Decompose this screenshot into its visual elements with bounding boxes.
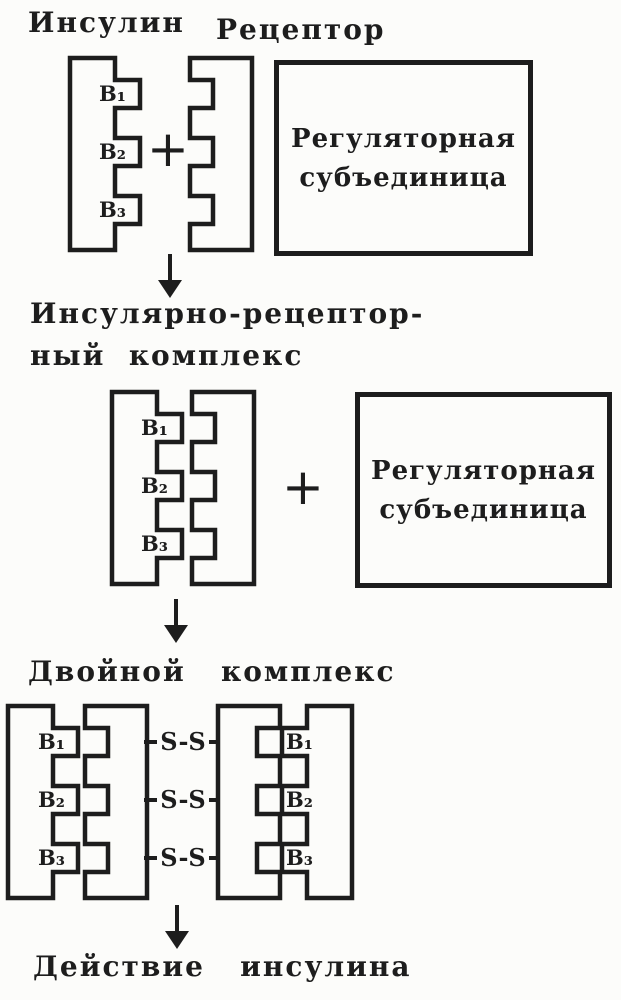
arrow-shaft	[174, 599, 178, 625]
bond-line	[208, 856, 223, 860]
regulatory-box-text-line1: Регуляторная	[371, 455, 596, 486]
subunit-label-b2: B₂	[38, 787, 65, 812]
disulfide-bond-label: S-S	[160, 727, 206, 756]
subunit-label-b1: B₁	[38, 729, 65, 754]
subunit-label-b3: B₃	[99, 197, 126, 222]
subunit-label-b3: B₃	[38, 845, 65, 870]
complex-title-line1: Инсулярно-рецептор-	[30, 297, 425, 330]
insulin-shape	[109, 389, 185, 587]
disulfide-bond: S-S	[144, 785, 223, 815]
arrow-head	[158, 280, 182, 298]
regulatory-box-text-line2: субъединица	[299, 162, 508, 193]
plus-sign: +	[147, 120, 189, 178]
subunit-label-b2: B₂	[99, 139, 126, 164]
subunit-label-b1: B₁	[99, 81, 126, 106]
regulatory-subunit-box: Регуляторная субъединица	[355, 392, 612, 588]
receptor-title: Рецептор	[216, 13, 386, 46]
regulatory-subunit-box: Регуляторная субъединица	[274, 60, 533, 256]
bond-line	[208, 740, 223, 744]
down-arrow-icon	[163, 599, 189, 643]
subunit-label-b3: B₃	[141, 531, 168, 556]
subunit-label-b1: B₁	[286, 729, 313, 754]
subunit-label-b1: B₁	[141, 415, 168, 440]
insulin-action-title: Действие инсулина	[33, 950, 412, 983]
insulin-shape	[67, 55, 143, 253]
receptor-shape-left	[82, 703, 150, 901]
insulin-title: Инсулин	[28, 6, 185, 39]
arrow-shaft	[175, 905, 179, 931]
bond-line	[208, 798, 223, 802]
receptor-shape	[187, 55, 255, 253]
down-arrow-icon	[164, 905, 190, 949]
down-arrow-icon	[157, 254, 183, 298]
arrow-head	[165, 931, 189, 949]
bond-line	[144, 740, 158, 744]
disulfide-bond-label: S-S	[160, 843, 206, 872]
subunit-label-b2: B₂	[141, 473, 168, 498]
complex-title-line2: ный комплекс	[30, 339, 304, 372]
receptor-shape-right	[215, 703, 283, 901]
bond-line	[144, 798, 158, 802]
double-complex-title: Двойной комплекс	[28, 655, 396, 688]
arrow-head	[164, 625, 188, 643]
insulin-shape-right	[279, 703, 355, 901]
subunit-label-b2: B₂	[286, 787, 313, 812]
regulatory-box-text-line2: субъединица	[379, 494, 588, 525]
disulfide-bond: S-S	[144, 843, 223, 873]
disulfide-bond-label: S-S	[160, 785, 206, 814]
insulin-shape-left	[5, 703, 81, 901]
arrow-shaft	[168, 254, 172, 280]
plus-sign: +	[282, 458, 324, 516]
disulfide-bond: S-S	[144, 727, 223, 757]
regulatory-box-text-line1: Регуляторная	[291, 123, 516, 154]
receptor-shape	[189, 389, 257, 587]
subunit-label-b3: B₃	[286, 845, 313, 870]
bond-line	[144, 856, 158, 860]
